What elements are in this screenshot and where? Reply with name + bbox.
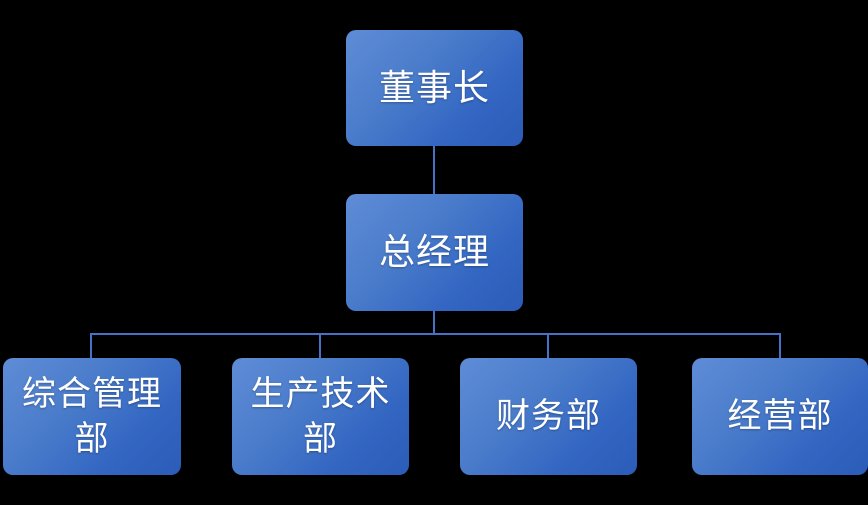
org-node-dept-operations[interactable]: 经营部	[692, 358, 868, 475]
org-node-dept-0-label: 综合管理部	[22, 375, 162, 458]
connector-bus-to-dept-2	[547, 333, 549, 358]
connector-horizontal-bus	[90, 333, 781, 335]
org-node-dept-3-label: 经营部	[727, 397, 833, 436]
connector-bus-to-dept-3	[779, 333, 781, 358]
connector-chairman-to-general-manager	[433, 146, 435, 194]
org-node-dept-comprehensive-management[interactable]: 综合管理部	[3, 358, 181, 475]
org-node-dept-finance[interactable]: 财务部	[460, 358, 637, 475]
org-node-general-manager[interactable]: 总经理	[346, 194, 523, 311]
connector-bus-to-dept-1	[319, 333, 321, 358]
org-node-general-manager-label: 总经理	[378, 231, 490, 273]
org-node-dept-2-label: 财务部	[496, 397, 601, 436]
org-node-dept-1-label: 生产技术部	[250, 375, 391, 458]
org-node-chairman-label: 董事长	[378, 66, 490, 108]
org-node-chairman[interactable]: 董事长	[346, 30, 523, 146]
connector-general-manager-to-bus	[433, 311, 435, 334]
connector-bus-to-dept-0	[90, 333, 92, 358]
org-node-dept-production-technology[interactable]: 生产技术部	[232, 358, 409, 475]
